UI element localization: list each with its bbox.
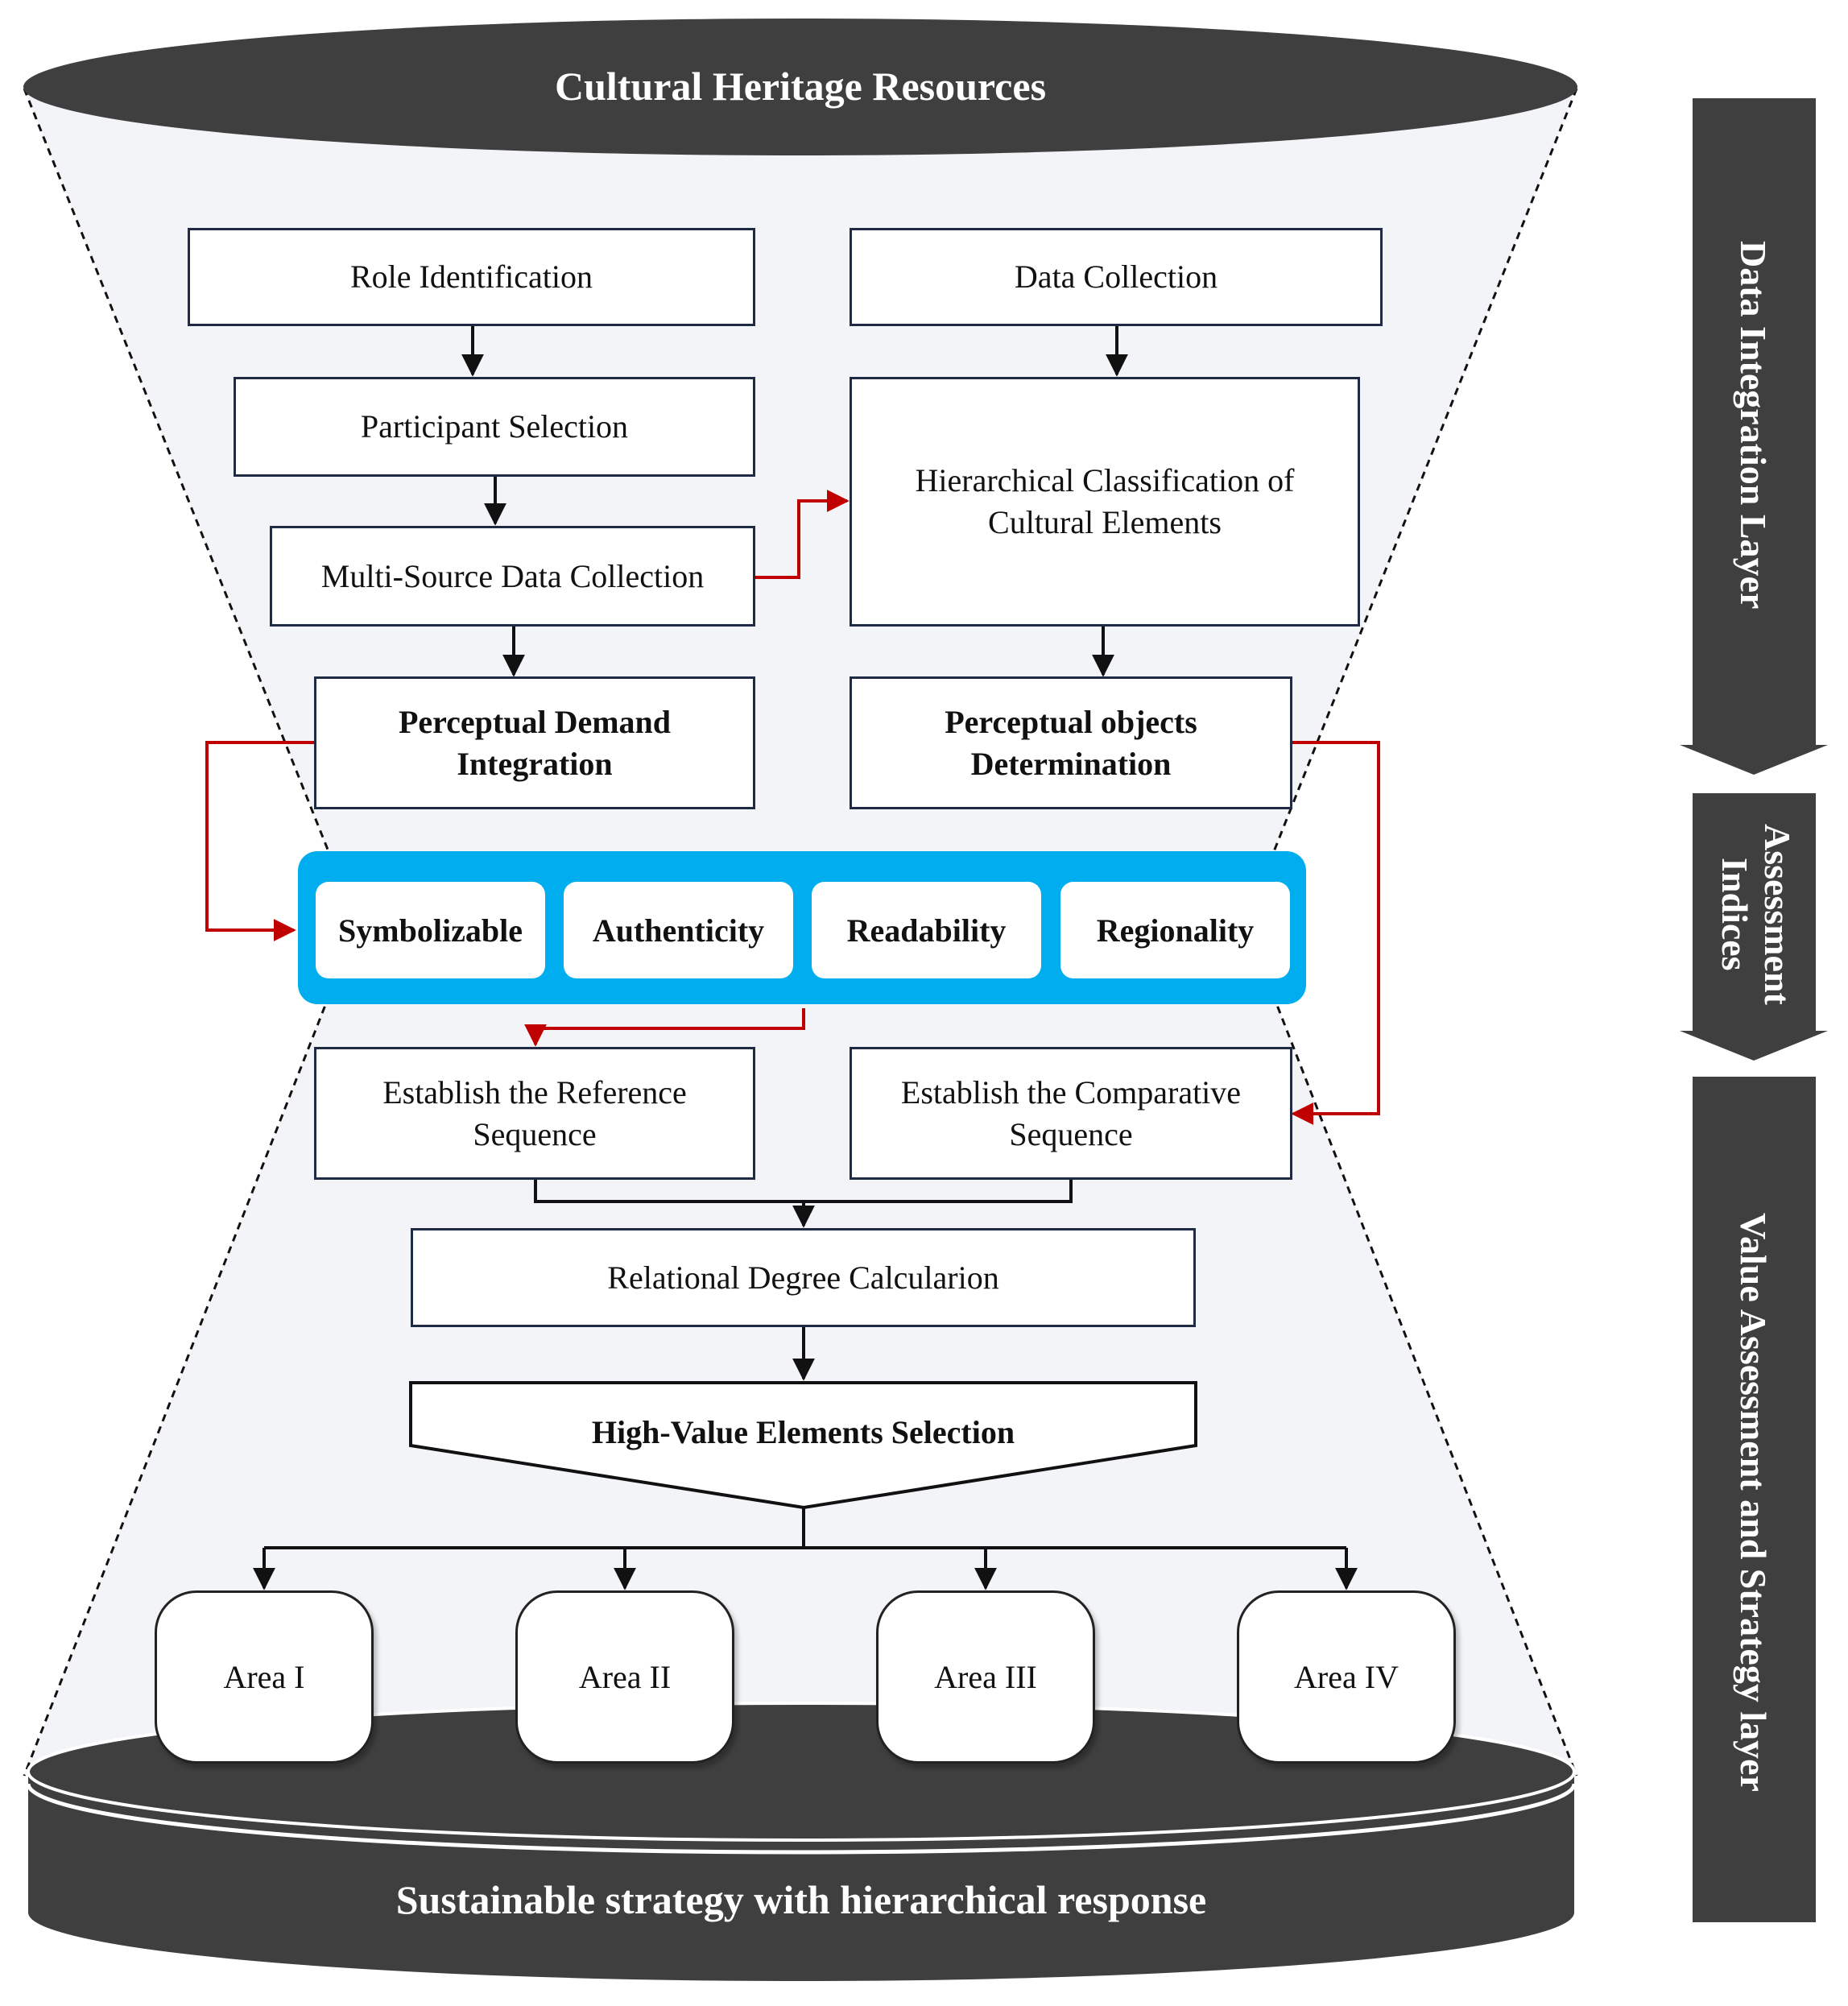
perceptual-demand-integration-box: Perceptual Demand Integration: [314, 676, 755, 809]
relational-degree-box: Relational Degree Calcularion: [411, 1228, 1196, 1327]
bottom-cylinder-top: [27, 1702, 1576, 1842]
red-arrow-objects-to-comparative: [1291, 741, 1380, 1125]
red-arrow-demand-to-indices: [205, 741, 314, 941]
reference-sequence-box: Establish the Reference Sequence: [314, 1047, 755, 1180]
top-ellipse: [23, 19, 1577, 155]
layer-bar-strategy: [1693, 1077, 1816, 1922]
hierarchical-classification-box: Hierarchical Classification of Cultural …: [850, 377, 1360, 627]
index-authenticity: Authenticity: [564, 882, 793, 978]
selection-label: High-Value Elements Selection: [591, 1414, 1015, 1450]
layer-label-value-strategy: Value Assessment and Strategy layer: [1732, 1212, 1774, 1792]
index-regionality: Regionality: [1060, 882, 1290, 978]
bottom-title: Sustainable strategy with hierarchical r…: [395, 1877, 1207, 1922]
area-1: Area I: [155, 1590, 374, 1764]
top-title: Cultural Heritage Resources: [554, 64, 1047, 109]
layer-arrow-data: [1680, 98, 1828, 775]
bottom-cylinder-rim: [26, 1783, 1577, 1855]
data-collection-box: Data Collection: [850, 228, 1383, 326]
funnel-edge-right-top: [1267, 88, 1578, 867]
role-identification-box: Role Identification: [188, 228, 755, 326]
perceptual-objects-determination-box: Perceptual objects Determination: [850, 676, 1292, 809]
area-2: Area II: [515, 1590, 734, 1764]
index-readability: Readability: [812, 882, 1041, 978]
funnel-edge-left-bottom: [23, 982, 336, 1776]
red-arrow-multisource-to-classification: [755, 490, 850, 579]
multi-source-data-collection-box: Multi-Source Data Collection: [270, 526, 755, 627]
layer-label-assessment-indices: Assessment Indices: [1710, 809, 1798, 1019]
area-3: Area III: [876, 1590, 1095, 1764]
index-symbolizable: Symbolizable: [316, 882, 545, 978]
layer-arrow-assessment: [1680, 793, 1828, 1061]
comparative-sequence-box: Establish the Comparative Sequence: [850, 1047, 1292, 1180]
red-arrow-indices-to-reference: [524, 1008, 805, 1047]
participant-selection-box: Participant Selection: [234, 377, 755, 477]
assessment-indices-text: Assessment Indices: [1714, 823, 1798, 1005]
index-band: [298, 851, 1306, 1004]
layer-label-data-integration: Data Integration Layer: [1732, 241, 1774, 610]
selection-shape: [409, 1381, 1197, 1510]
funnel-edge-left-top: [23, 88, 336, 867]
area-4: Area IV: [1237, 1590, 1456, 1764]
